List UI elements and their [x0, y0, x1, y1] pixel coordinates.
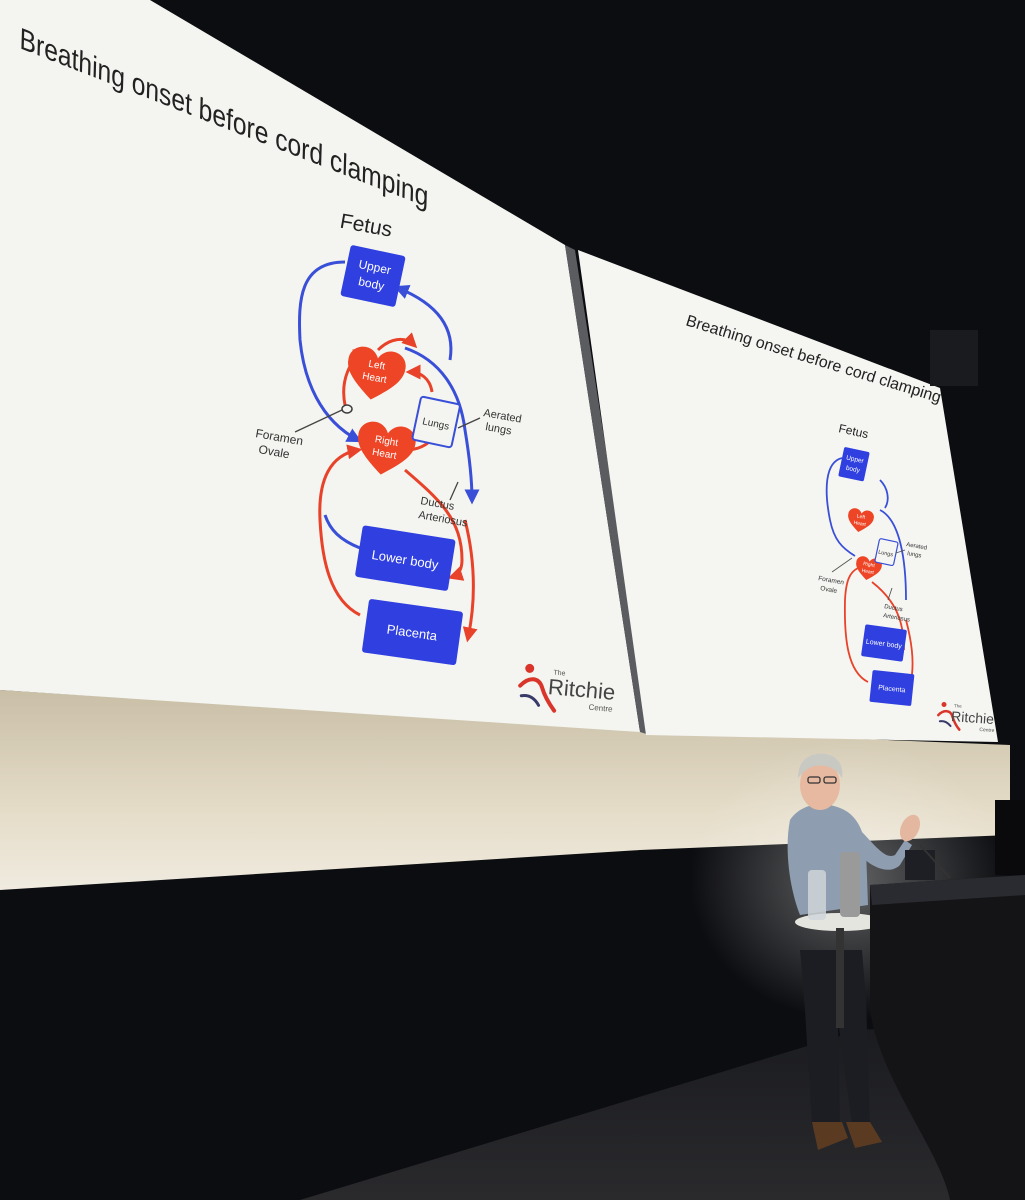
presenter-arm — [860, 830, 912, 870]
ritchie-figure-icon — [518, 663, 557, 713]
blue-arrow-upper-return — [825, 457, 856, 557]
ritchie-logo-left: The Ritchie Centre — [518, 663, 616, 714]
label-aerated-line2: lungs — [907, 551, 922, 559]
left-heart: Left Heart — [342, 344, 409, 405]
svg-text:Upper: Upper — [846, 455, 866, 466]
label-aerated-line1: Aerated — [906, 542, 928, 552]
ductus-pointer — [449, 481, 459, 501]
right-heart-right: Right Heart — [853, 555, 884, 583]
foramen-pointer — [831, 557, 853, 573]
svg-text:The: The — [553, 670, 566, 678]
presenter-hand — [899, 814, 921, 842]
presenter-left-shoe — [812, 1122, 848, 1150]
box-lungs: Lungs — [411, 395, 461, 449]
svg-text:Left: Left — [856, 513, 866, 520]
svg-text:Placenta: Placenta — [878, 685, 906, 695]
red-arrow-to-lower-body — [404, 468, 465, 581]
svg-text:Centre: Centre — [979, 727, 995, 734]
svg-text:Right: Right — [374, 434, 399, 449]
blue-arrow-to-upper-body — [879, 479, 889, 509]
red-arrow-placenta-return — [318, 444, 363, 617]
blue-arrow-to-upper-body — [393, 284, 453, 361]
svg-text:Heart: Heart — [861, 568, 875, 576]
red-arrow-pulmonary-vein — [405, 364, 434, 393]
presenter-face — [800, 760, 840, 810]
box-lungs-right: Lungs — [874, 538, 899, 567]
label-ductus-line2: Arteriosus — [883, 613, 911, 624]
ritchie-logo-right: The Ritchie Centre — [937, 701, 995, 734]
label-ductus-line1: Ductus — [419, 495, 455, 513]
svg-text:Right: Right — [863, 561, 876, 569]
laptop — [905, 850, 935, 880]
label-ductus-line1: Ductus — [884, 604, 903, 613]
right-heart: Right Heart — [352, 419, 419, 480]
left-heart-right: Left Heart — [845, 507, 876, 535]
svg-text:Placenta: Placenta — [386, 622, 439, 644]
presenter-glasses — [807, 776, 821, 784]
microphone — [919, 844, 951, 879]
logo-name: Ritchie — [547, 674, 616, 705]
red-arrow-placenta-return — [843, 567, 869, 683]
wall-speaker — [930, 330, 978, 386]
svg-text:body: body — [357, 274, 385, 293]
slide-right: Breathing onset before cord clamping Fet… — [578, 250, 998, 742]
slide-divider — [565, 245, 650, 735]
box-upper-body-right: Upper body — [838, 447, 870, 482]
svg-text:Upper: Upper — [357, 257, 392, 277]
svg-text:The: The — [954, 703, 963, 709]
blue-arrow-aorta — [404, 346, 480, 505]
slide-right-subtitle: Fetus — [837, 421, 869, 441]
svg-text:Lungs: Lungs — [878, 549, 894, 558]
label-aerated-line2: lungs — [484, 421, 512, 437]
foramen-pointer — [294, 409, 343, 433]
label-foramen-line2: Ovale — [820, 585, 838, 595]
box-placenta: Placenta — [362, 599, 463, 666]
slide-left-surface — [0, 0, 640, 732]
box-lower-body-right: Lower body — [861, 624, 907, 662]
presenter — [787, 753, 921, 1150]
presenter-trousers — [800, 950, 870, 1125]
svg-text:Heart: Heart — [361, 371, 387, 386]
blue-arrow-lower-return — [323, 514, 361, 550]
svg-text:body: body — [845, 465, 861, 475]
water-bottle — [808, 870, 826, 920]
red-arrow-to-placenta — [462, 519, 478, 643]
box-lower-body: Lower body — [355, 525, 456, 591]
stage-floor — [300, 1020, 1025, 1200]
label-foramen-line1: Foramen — [818, 575, 845, 586]
box-placenta-right: Placenta — [869, 670, 915, 706]
red-arrow-left-heart-out — [376, 332, 418, 352]
metal-flask — [840, 852, 860, 917]
svg-text:Heart: Heart — [853, 520, 867, 528]
ritchie-figure-icon — [937, 701, 961, 731]
svg-text:Centre: Centre — [588, 703, 613, 714]
aerated-pointer — [895, 549, 906, 554]
svg-text:Heart: Heart — [371, 447, 397, 462]
aerated-pointer — [457, 417, 481, 429]
slide-left: Breathing onset before cord clamping Fet… — [0, 0, 650, 735]
ductus-pointer — [887, 587, 893, 601]
label-foramen-line2: Ovale — [257, 442, 291, 461]
side-table — [795, 852, 885, 1028]
presenter-hair — [798, 753, 843, 778]
blue-arrow-aorta — [879, 509, 907, 601]
foramen-ovale-marker — [341, 404, 353, 414]
presenter-right-shoe — [846, 1122, 882, 1148]
slide-right-surface — [578, 250, 998, 742]
svg-text:Ritchie: Ritchie — [951, 708, 995, 727]
svg-text:Left: Left — [367, 359, 386, 373]
lectern — [870, 800, 1025, 1200]
monitor — [995, 800, 1025, 875]
box-upper-body: Upper body — [340, 245, 406, 307]
